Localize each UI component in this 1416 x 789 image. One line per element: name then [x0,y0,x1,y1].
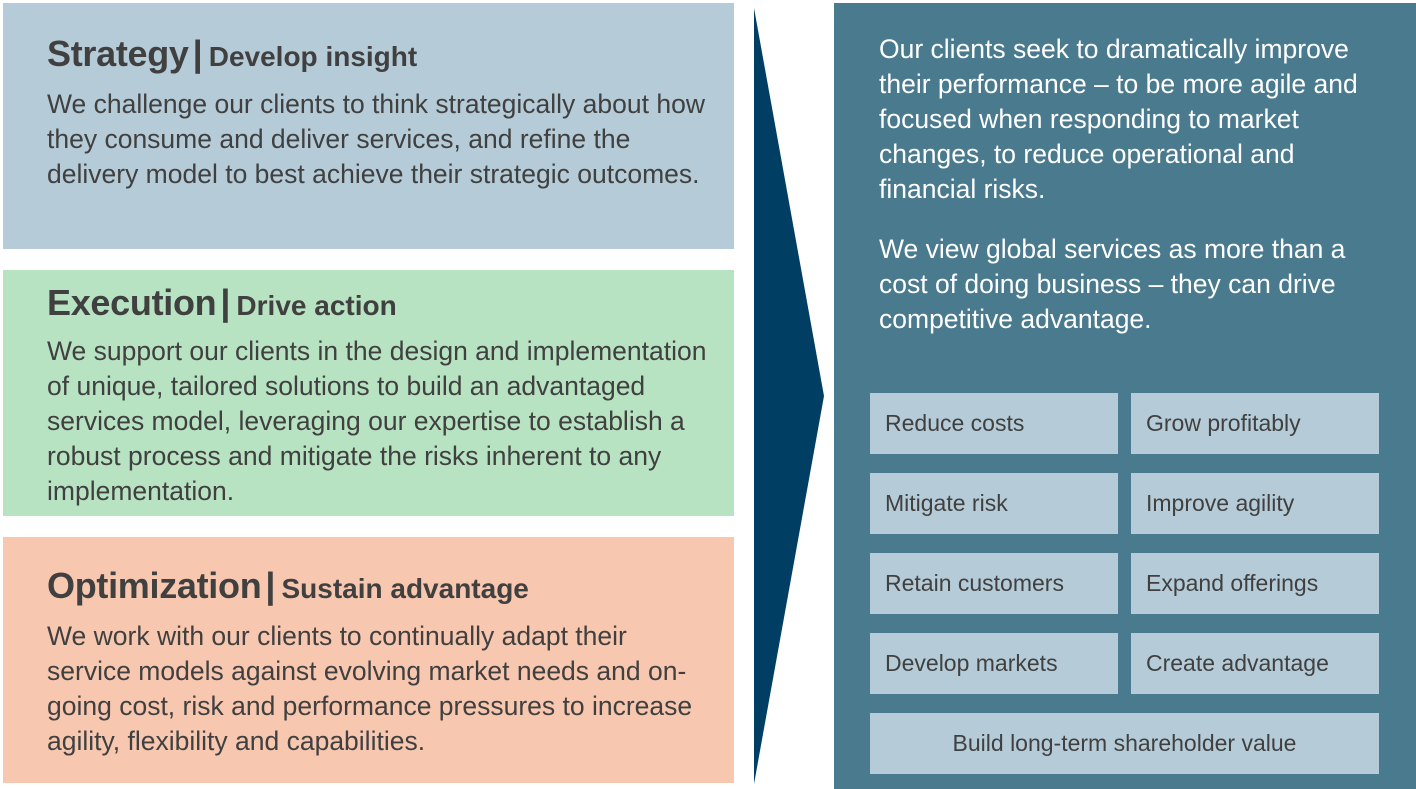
execution-title: Execution [47,282,217,323]
value-panel: Our clients seek to dramatically improve… [834,3,1416,789]
tile-create-advantage: Create advantage [1131,633,1379,694]
tile-shareholder-value: Build long-term shareholder value [870,713,1379,774]
optimization-heading: Optimization|Sustain advantage [47,565,714,607]
tile-expand-offerings: Expand offerings [1131,553,1379,614]
strategy-separator: | [192,33,203,74]
tile-develop-markets: Develop markets [870,633,1118,694]
tile-improve-agility: Improve agility [1131,473,1379,534]
value-paragraph-2: We view global services as more than a c… [879,234,1346,334]
value-paragraph-1: Our clients seek to dramatically improve… [879,34,1358,204]
optimization-description: We work with our clients to continually … [47,621,693,756]
strategy-subtitle: Develop insight [208,41,418,72]
strategy-heading: Strategy|Develop insight [47,33,714,75]
execution-subtitle: Drive action [236,290,397,321]
optimization-subtitle: Sustain advantage [281,573,529,604]
execution-description: We support our clients in the design and… [47,336,707,506]
execution-heading: Execution|Drive action [47,282,714,324]
strategy-panel: Strategy|Develop insight We challenge ou… [3,3,734,249]
tile-reduce-costs: Reduce costs [870,393,1118,454]
tile-grow-profitably: Grow profitably [1131,393,1379,454]
execution-panel: Execution|Drive action We support our cl… [3,270,734,516]
optimization-panel: Optimization|Sustain advantage We work w… [3,537,734,783]
tile-retain-customers: Retain customers [870,553,1118,614]
execution-separator: | [220,282,231,323]
optimization-separator: | [265,565,276,606]
strategy-title: Strategy [47,33,189,74]
optimization-title: Optimization [47,565,262,606]
tile-mitigate-risk: Mitigate risk [870,473,1118,534]
strategy-description: We challenge our clients to think strate… [47,89,705,189]
chevron-right-arrow-icon [754,8,824,784]
